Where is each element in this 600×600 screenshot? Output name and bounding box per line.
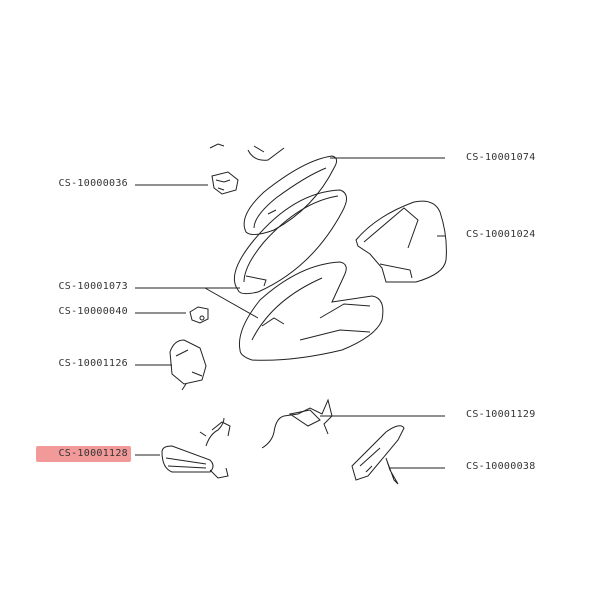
part-10001074	[243, 155, 338, 236]
part-10001073-shell	[234, 189, 347, 295]
leader-lines	[135, 157, 445, 469]
part-label-cs-10001073[interactable]: CS-10001073	[58, 281, 128, 292]
part-10000036	[211, 171, 239, 195]
part-label-cs-10000036[interactable]: CS-10000036	[58, 178, 128, 189]
part-top-fragments	[209, 143, 285, 161]
part-10000038	[351, 425, 405, 485]
part-10001128	[161, 417, 231, 479]
part-label-cs-10001074[interactable]: CS-10001074	[466, 152, 536, 163]
part-label-cs-10001024[interactable]: CS-10001024	[466, 229, 536, 240]
part-10001129	[261, 398, 333, 449]
part-10001024	[355, 200, 447, 283]
part-label-cs-10000038[interactable]: CS-10000038	[466, 461, 536, 472]
part-label-cs-10001128-selected[interactable]: CS-10001128	[36, 446, 131, 462]
part-body-base	[238, 261, 384, 361]
part-10000040	[189, 306, 209, 324]
part-label-cs-10000040[interactable]: CS-10000040	[58, 306, 128, 317]
part-label-cs-10001126[interactable]: CS-10001126	[58, 358, 128, 369]
part-10001126	[169, 339, 207, 391]
part-label-cs-10001129[interactable]: CS-10001129	[466, 409, 536, 420]
